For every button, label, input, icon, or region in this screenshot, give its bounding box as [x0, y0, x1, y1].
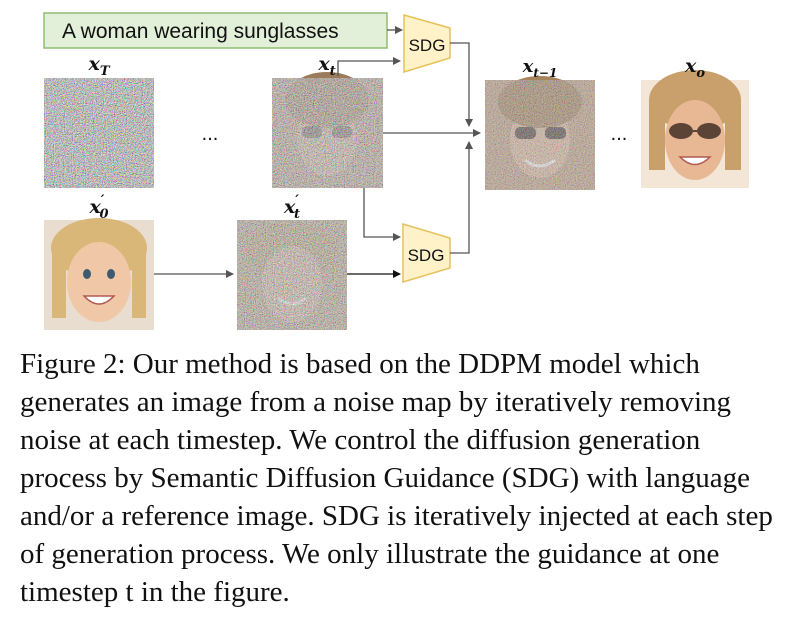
sdg-top-block: SDG — [403, 14, 451, 74]
sdg-bottom-block: SDG — [402, 222, 451, 284]
label-x-t-prime: x′t — [283, 193, 300, 222]
text-prompt-box-bg — [43, 12, 388, 49]
caption-text: Figure 2: Our method is based on the DDP… — [20, 348, 773, 608]
image-x-o — [641, 70, 749, 188]
label-x-o: xo — [684, 55, 705, 81]
image-x-0-prime — [44, 218, 154, 330]
image-x-t — [272, 72, 383, 188]
noise-x-t — [272, 78, 383, 188]
sdg-top-shape — [403, 14, 451, 74]
arrow-xt-to-sdg-bottom — [363, 188, 401, 241]
arrow-sdg-top-to-merge — [450, 42, 473, 127]
image-x-t-prime — [237, 220, 347, 330]
label-x-t: xt — [317, 53, 335, 79]
image-x-t-minus-1 — [485, 76, 595, 190]
noise-x-t-minus-1 — [485, 80, 595, 190]
ellipsis-2: ... — [611, 123, 628, 145]
label-x-0-prime: x′0 — [88, 193, 108, 222]
label-x-T: xT — [87, 53, 110, 79]
sdg-diagram: A woman wearing sunglasses SDG xT ... xt — [43, 12, 749, 330]
text-prompt-box: A woman wearing sunglasses — [43, 12, 388, 49]
label-x-t-minus-1: xt−1 — [522, 56, 558, 80]
sdg-bottom-shape — [402, 222, 451, 284]
text-prompt-label: A woman wearing sunglasses — [62, 20, 339, 43]
image-x-T — [44, 78, 154, 188]
noise-x-T — [44, 78, 154, 188]
noise-x-t-prime — [237, 220, 347, 330]
arrow-xt-to-sdg-top — [337, 57, 401, 76]
ellipsis-1: ... — [202, 123, 219, 145]
sdg-bottom-label: SDG — [408, 246, 445, 265]
figure-caption: Figure 2: Our method is based on the DDP… — [20, 345, 790, 611]
sdg-top-label: SDG — [409, 36, 446, 55]
arrow-sdg-bottom-to-merge — [450, 141, 473, 254]
